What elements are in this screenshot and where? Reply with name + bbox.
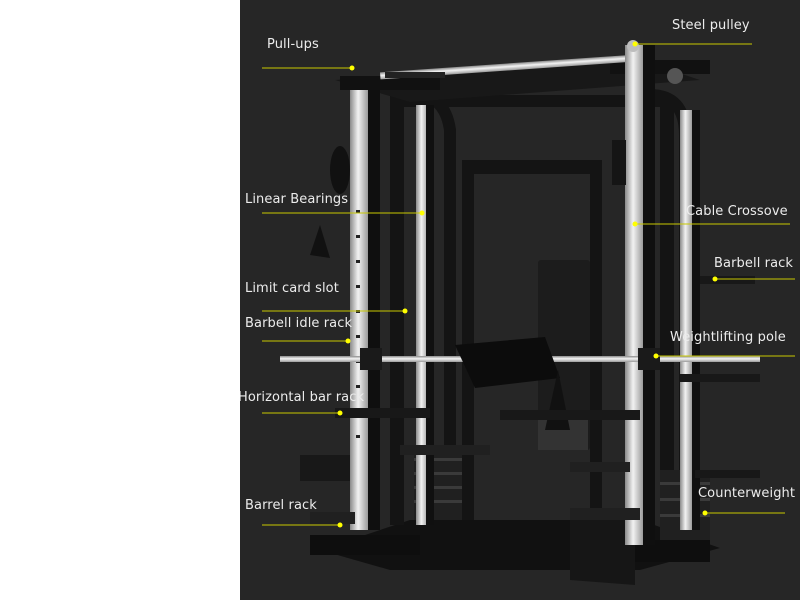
right-upright: [612, 40, 700, 545]
label-horizontal-bar-rack: Horizontal bar rack: [240, 390, 365, 405]
label-limit-card-slot: Limit card slot: [245, 281, 339, 296]
smith-machine-illustration: [262, 40, 795, 585]
label-weightlifting-pole: Weightlifting pole: [670, 330, 786, 345]
leader-lines: [262, 41, 795, 528]
label-barbell-idle-rack: Barbell idle rack: [245, 316, 353, 331]
label-barbell-rack: Barbell rack: [714, 256, 794, 271]
label-cable-crossover: Cable Crossove: [686, 204, 788, 219]
label-linear-bearings: Linear Bearings: [245, 192, 349, 207]
label-barrel-rack: Barrel rack: [245, 498, 317, 513]
rear-frame: [390, 89, 691, 525]
label-steel-pulley: Steel pulley: [672, 18, 750, 33]
left-upright: [310, 90, 434, 530]
label-pull-ups: Pull-ups: [267, 37, 319, 52]
label-counterweight: Counterweight: [698, 486, 796, 501]
product-image-panel: Pull-ups Steel pulley Linear Bearings Ca…: [240, 0, 800, 600]
side-racks: [300, 276, 760, 524]
base-frame: [310, 510, 720, 585]
